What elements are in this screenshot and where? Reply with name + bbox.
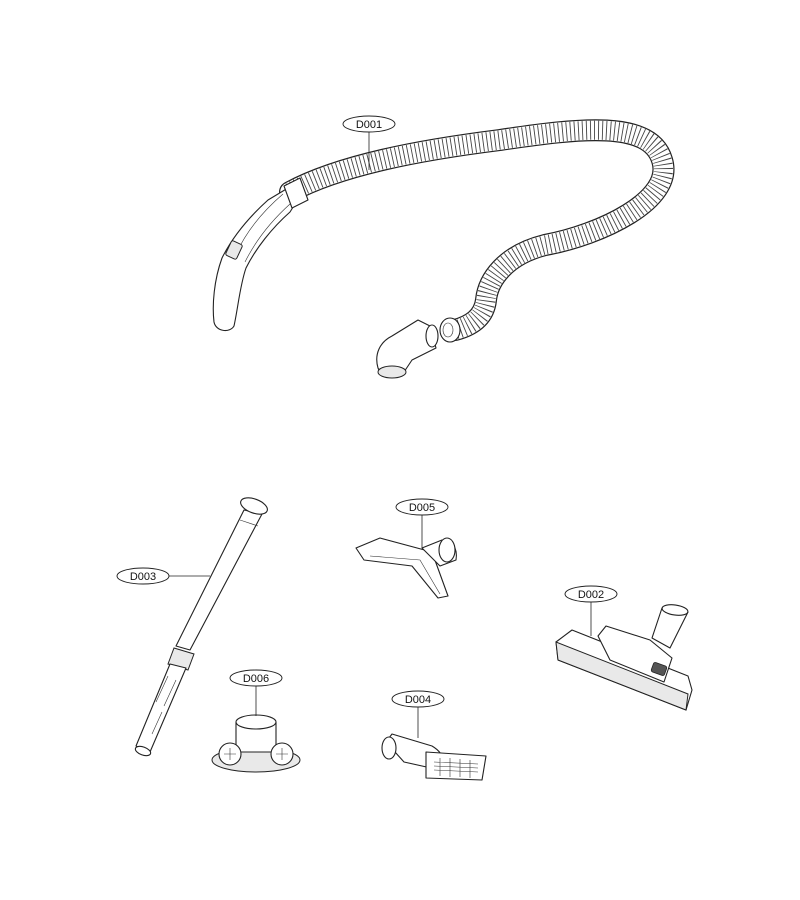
hose-handle xyxy=(212,187,301,331)
pipe-upper-tube xyxy=(175,509,263,651)
part-code-tool-holder: D006 xyxy=(243,673,269,685)
hose-elbow-mouth xyxy=(425,324,439,348)
part-hose xyxy=(212,119,675,379)
hose-handle-cuff xyxy=(283,177,309,209)
callout-bubble-tool-holder xyxy=(229,669,283,687)
pipe-bottom-end xyxy=(134,745,152,757)
upholstery-crease xyxy=(369,555,441,595)
callout-upholstery-nozzle: D005 xyxy=(395,498,449,548)
floor-nozzle-pedal xyxy=(650,662,668,676)
part-floor-nozzle xyxy=(555,604,693,711)
brush-head xyxy=(425,751,487,781)
callout-tool-holder: D006 xyxy=(229,669,283,716)
part-upholstery-nozzle xyxy=(355,537,457,599)
callout-bubble-floor-nozzle xyxy=(564,585,618,603)
floor-nozzle-neck-opening xyxy=(661,604,689,616)
pipe-adjust-slots xyxy=(151,675,177,735)
callout-hose: D001 xyxy=(342,115,396,170)
holder-clip-spokes xyxy=(224,748,288,760)
pipe-lower-tube xyxy=(135,663,187,753)
callout-bubble-upholstery-nozzle xyxy=(395,498,449,516)
part-code-extension-pipe: D003 xyxy=(130,571,156,583)
pipe-lock-collar xyxy=(167,647,195,671)
part-code-floor-nozzle: D002 xyxy=(578,589,604,601)
pipe-top-collar xyxy=(239,519,259,527)
upholstery-opening xyxy=(438,537,456,563)
part-tool-holder xyxy=(211,714,301,773)
callout-dusting-brush: D004 xyxy=(391,690,445,738)
callout-bubble-extension-pipe xyxy=(116,567,170,585)
part-code-upholstery-nozzle: D005 xyxy=(409,502,435,514)
callout-floor-nozzle: D002 xyxy=(564,585,618,636)
hose-elbow-base xyxy=(377,365,407,379)
callout-extension-pipe: D003 xyxy=(116,567,210,585)
part-code-hose: D001 xyxy=(356,119,382,131)
callout-bubble-dusting-brush xyxy=(391,690,445,708)
brush-bristles xyxy=(433,758,479,778)
callout-bubble-hose xyxy=(342,115,396,133)
part-extension-pipe xyxy=(134,497,268,757)
holder-ring-top xyxy=(235,714,277,730)
part-dusting-brush xyxy=(381,733,487,781)
upholstery-head xyxy=(355,537,449,599)
pipe-top-opening xyxy=(240,497,268,515)
part-code-dusting-brush: D004 xyxy=(405,694,431,706)
hose-corrugation xyxy=(285,120,673,340)
hose-end-ring-inner xyxy=(442,322,454,338)
brush-stem-opening xyxy=(381,736,397,760)
hose-handle-switch xyxy=(225,240,243,260)
floor-nozzle-side xyxy=(555,641,689,711)
